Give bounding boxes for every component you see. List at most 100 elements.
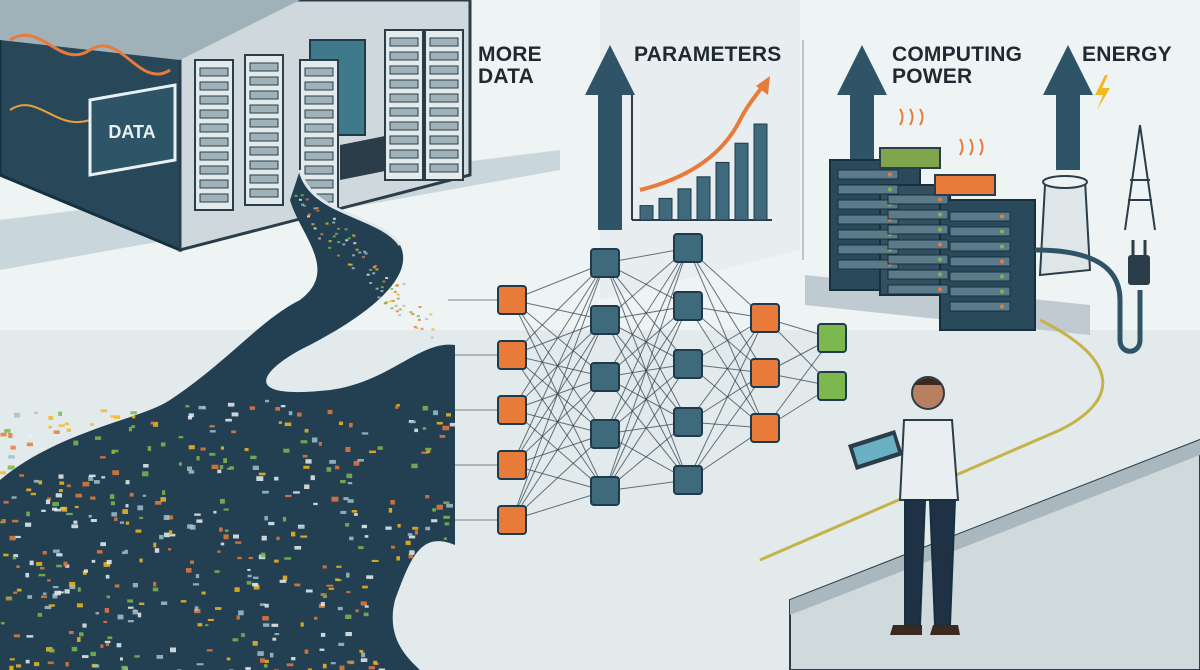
computing-up-arrow [837, 45, 887, 175]
nn-edge [604, 247, 689, 492]
nn-edge [511, 319, 606, 521]
nn-node [817, 371, 847, 401]
nn-edge [511, 354, 606, 492]
foreground-ledge [789, 438, 1200, 670]
parameter-bar [715, 161, 730, 221]
nn-node [673, 349, 703, 379]
energy-up-arrow [1043, 45, 1093, 170]
server-rack [384, 29, 424, 181]
nn-node [497, 395, 527, 425]
plug-icon [1128, 255, 1150, 285]
parameter-bar [639, 205, 654, 221]
cpu-chip-icon [879, 147, 941, 169]
nn-node [590, 362, 620, 392]
more-data-line-2: DATA [478, 65, 535, 88]
nn-edge [511, 433, 606, 466]
nn-edge [511, 262, 606, 301]
server-rack [244, 54, 284, 206]
nn-edge [511, 262, 606, 521]
more-data-line-1: MORE [478, 43, 542, 66]
nn-node [590, 476, 620, 506]
nn-node [750, 303, 780, 333]
nn-edge [511, 299, 606, 492]
nn-node [590, 248, 620, 278]
growth-trend-arrow [639, 81, 767, 192]
data-stream-particles [0, 194, 455, 670]
computing-power-line-1: COMPUTING [892, 43, 1023, 66]
nn-edge [604, 247, 689, 435]
nn-edge [764, 337, 833, 429]
more-data-label: MORE DATA [478, 44, 542, 88]
server-rack [299, 59, 339, 211]
power-cable [1034, 247, 1143, 354]
nn-edge [511, 409, 606, 492]
server-rack [424, 29, 464, 181]
nn-edge [511, 262, 606, 356]
nn-edge [511, 490, 606, 521]
energy-label: ENERGY [1082, 43, 1172, 66]
nn-edge [511, 376, 606, 411]
server-rack [194, 59, 234, 211]
nn-edge [511, 376, 606, 521]
nn-node [750, 358, 780, 388]
nn-edge [511, 299, 606, 378]
nn-node [497, 340, 527, 370]
lightning-icon [1095, 75, 1110, 110]
nn-node [673, 291, 703, 321]
nn-edge [511, 319, 606, 356]
nn-edge [604, 247, 689, 378]
computing-servers [805, 108, 1090, 335]
nn-edge [511, 354, 606, 378]
parameters-up-arrow [585, 45, 635, 230]
nn-edge [511, 262, 606, 411]
nn-edge [511, 262, 606, 466]
nn-edge [604, 363, 689, 492]
nn-edge [511, 433, 606, 521]
computing-power-line-2: POWER [892, 65, 973, 88]
nn-node [817, 323, 847, 353]
parameter-bar [696, 176, 711, 221]
nn-edge [511, 464, 606, 492]
nn-edge [511, 299, 606, 321]
energy-infrastructure [759, 124, 1156, 562]
nn-edge [687, 317, 766, 481]
cpu-chip-icon-hot [934, 174, 996, 196]
data-label-block: DATA [88, 83, 177, 177]
nn-node [590, 305, 620, 335]
nn-edge [511, 299, 606, 435]
parameter-bar [734, 142, 749, 221]
nn-edge [511, 409, 606, 435]
nn-edge [687, 305, 766, 429]
growth-arrows [585, 45, 1110, 230]
parameter-bar [753, 123, 768, 221]
neural-network-nodes [497, 233, 847, 535]
nn-node [750, 413, 780, 443]
parameter-bar [658, 197, 673, 221]
nn-edge [604, 305, 689, 492]
server-racks [194, 29, 464, 211]
nn-node [590, 419, 620, 449]
power-pylon-icon [1124, 124, 1156, 231]
nn-node [497, 505, 527, 535]
nn-edge [687, 372, 766, 481]
nn-node [497, 285, 527, 315]
nn-edge [687, 247, 766, 374]
heat-waves-icon [899, 108, 924, 126]
parameters-label: PARAMETERS [634, 43, 782, 66]
nn-edge [511, 354, 606, 435]
nn-node [673, 233, 703, 263]
nn-edge [687, 247, 766, 429]
nn-node [673, 465, 703, 495]
parameters-bar-chart [631, 76, 772, 221]
nn-edge [687, 317, 766, 423]
power-line [759, 318, 1105, 562]
computing-power-label: COMPUTING POWER [892, 44, 1022, 88]
data-block-text: DATA [108, 122, 155, 142]
nn-node [497, 450, 527, 480]
engineer-figure [848, 376, 960, 635]
parameter-bar [677, 188, 692, 221]
nn-node [673, 407, 703, 437]
cooling-tower-icon [1038, 178, 1092, 277]
